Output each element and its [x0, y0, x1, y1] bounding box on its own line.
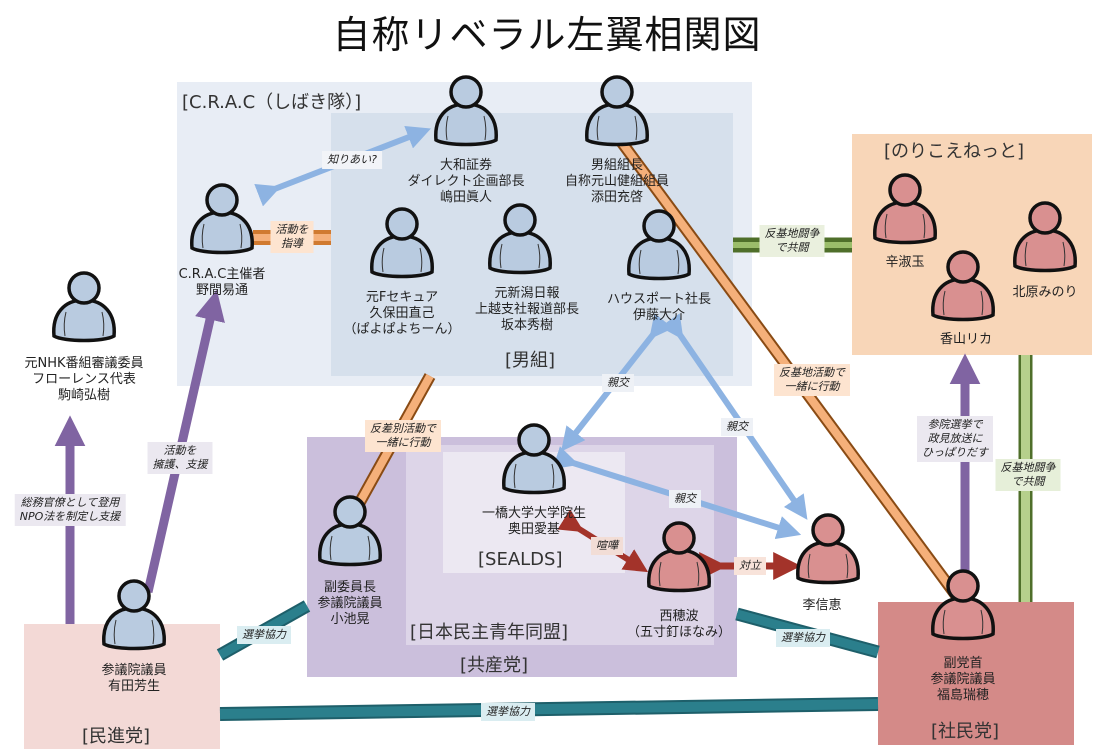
group-label-otokogumi: [男組]: [505, 350, 556, 371]
edge-label-shido: 活動を 指導: [270, 221, 314, 253]
edge-label-kenka: 喧嘩: [591, 537, 623, 555]
edge-label-shinko-3: 親交: [669, 490, 701, 508]
edge-label-sabetsu-kodo: 反差別活動で 一緒に行動: [365, 420, 441, 452]
edge-label-seiken: 参院選挙で 政見放送に ひっぱりだす: [917, 416, 993, 462]
person-name-koike: 副委員長 参議院議員 小池晃: [317, 580, 383, 627]
edge-label-kichi-right: 反基地闘争 で共闘: [995, 459, 1061, 491]
person-icon-kitahara: [1013, 201, 1077, 273]
person-icon-arita: [102, 579, 166, 651]
person-name-nishi: 西穂波 （五寸釘ほなみ）: [626, 609, 732, 640]
edge-label-shinko-2: 親交: [721, 418, 753, 436]
edge-label-senkyo-2: 選挙協力: [776, 629, 830, 647]
group-label-dylj: [日本民主青年同盟]: [410, 622, 569, 643]
diagram-title: 自称リベラル左翼相関図: [332, 13, 762, 57]
person-name-komazaki: 元NHK番組審議委員 フローレンス代表 駒崎弘樹: [24, 356, 144, 403]
group-label-norikoe: [のりこえねっと]: [884, 141, 1025, 162]
person-name-soeda: 男組組長 自称元山健組組員 添田充啓: [564, 158, 670, 205]
person-icon-soeda: [585, 75, 649, 147]
person-icon-shimada: [434, 75, 498, 147]
person-name-ri: 李信恵: [802, 598, 842, 613]
group-label-dp: [民進党]: [82, 726, 151, 747]
edge-label-kichi-kodo: 反基地活動で 一緒に行動: [774, 364, 850, 396]
person-icon-kayama: [931, 250, 995, 322]
person-icon-okuda: [502, 423, 566, 495]
person-icon-komazaki: [52, 271, 116, 343]
person-name-fukushima: 副党首 参議院議員 福島瑞穂: [930, 656, 996, 703]
person-icon-ito: [627, 209, 691, 281]
edge-label-yogo: 活動を 擁護、支援: [147, 442, 213, 474]
person-name-shimada: 大和証券 ダイレクト企画部長 嶋田眞人: [407, 158, 525, 205]
group-label-sealds: [SEALDS]: [478, 549, 563, 570]
edge-label-shiriai: 知りあい?: [322, 151, 382, 169]
person-icon-noma: [190, 183, 254, 255]
person-name-kubota: 元Fセキュア 久保田直己 （ぱよぱよちーん）: [343, 290, 461, 337]
person-icon-sakamoto: [488, 203, 552, 275]
person-icon-shin: [873, 173, 937, 245]
person-icon-nishi: [647, 521, 711, 593]
person-icon-kubota: [370, 207, 434, 279]
group-label-crac: [C.R.A.C（しばき隊）]: [182, 92, 362, 113]
person-name-ito: ハウスポート社長 伊藤大介: [606, 292, 712, 323]
person-name-shin: 辛淑玉: [885, 255, 925, 270]
person-name-kitahara: 北原みのり: [1012, 285, 1078, 300]
person-icon-ri: [796, 513, 860, 585]
edge-label-shinko-1: 親交: [602, 374, 634, 392]
edge-label-senkyo-3: 選挙協力: [481, 703, 535, 721]
person-name-okuda: 一橋大学大学院生 奥田愛基: [481, 506, 587, 537]
person-name-arita: 参議院議員 有田芳生: [101, 663, 167, 694]
person-name-noma: C.R.A.C主催者 野間易通: [178, 267, 266, 298]
person-icon-koike: [318, 495, 382, 567]
person-icon-fukushima: [931, 569, 995, 641]
edge-label-kichi-top: 反基地闘争 で共闘: [759, 225, 825, 257]
group-label-jcp: [共産党]: [460, 655, 529, 676]
group-label-sdp: [社民党]: [931, 721, 1000, 742]
edge-label-somu: 総務官僚として登用 NPO法を制定し支援: [14, 494, 126, 526]
person-name-sakamoto: 元新潟日報 上越支社報道部長 坂本秀樹: [474, 286, 580, 333]
edge-label-senkyo-1: 選挙協力: [237, 626, 291, 644]
person-name-kayama: 香山リカ: [939, 332, 993, 347]
edge-label-tairitsu: 対立: [734, 557, 766, 575]
